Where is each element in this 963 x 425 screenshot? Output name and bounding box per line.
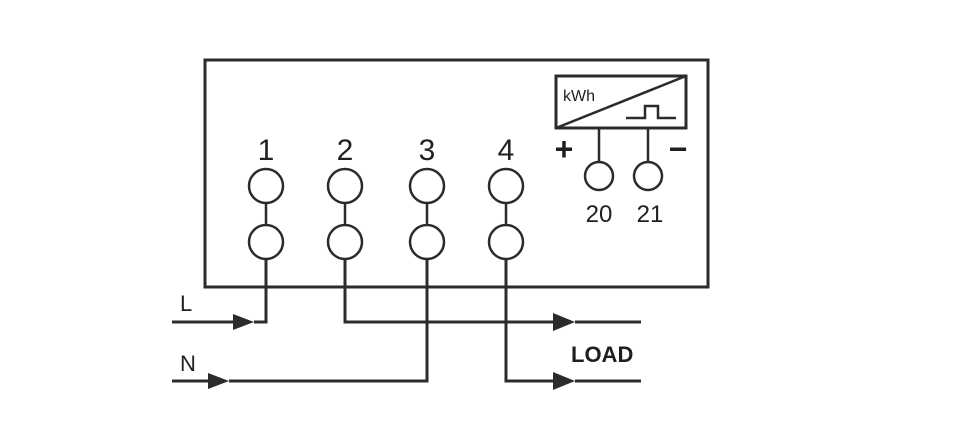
live-to-terminal-1-wire — [254, 259, 268, 324]
pulse-terminal-20-screw — [583, 160, 615, 192]
pulse-output-diagonal — [555, 74, 687, 130]
load-live-arrow — [553, 313, 575, 331]
meter-housing — [203, 58, 710, 289]
terminal-1 — [247, 167, 285, 261]
pulse-terminal-21-screw — [632, 160, 664, 192]
neutral-input-arrow — [208, 373, 229, 389]
terminal-2-lower-screw — [326, 223, 364, 261]
terminal-4 — [487, 167, 525, 261]
terminal-3-label: 3 — [419, 134, 436, 167]
terminal-1-upper-screw — [247, 167, 285, 205]
neutral-label: N — [180, 351, 196, 376]
terminal-4-label: 4 — [498, 134, 515, 167]
pulse-output-module: kWh + − 20 21 — [554, 74, 688, 228]
live-label: L — [180, 291, 192, 316]
terminal-4-to-load-wire — [504, 259, 553, 383]
terminal-2 — [326, 167, 364, 261]
terminal-3 — [408, 167, 446, 261]
pulse-terminal-21-label: 21 — [637, 201, 664, 228]
terminal-1-label: 1 — [258, 134, 275, 167]
pulse-minus-label: − — [669, 131, 688, 167]
terminal-2-to-load-wire — [343, 259, 553, 324]
pulse-waveform-icon — [626, 104, 676, 120]
terminal-3-lower-screw — [408, 223, 446, 261]
neutral-to-terminal-3-wire — [229, 259, 429, 383]
terminal-2-label: 2 — [337, 134, 354, 167]
terminal-1-lower-screw — [247, 223, 285, 261]
pulse-output-unit-label: kWh — [563, 88, 595, 105]
pulse-output-box — [554, 74, 688, 130]
pulse-terminal-20-label: 20 — [586, 201, 613, 228]
terminal-2-upper-screw — [326, 167, 364, 205]
terminal-4-upper-screw — [487, 167, 525, 205]
terminal-3-upper-screw — [408, 167, 446, 205]
live-input-arrow — [233, 314, 254, 330]
load-neutral-arrow — [553, 372, 575, 390]
terminal-4-lower-screw — [487, 223, 525, 261]
load-label: LOAD — [571, 342, 633, 367]
pulse-plus-label: + — [555, 131, 574, 167]
